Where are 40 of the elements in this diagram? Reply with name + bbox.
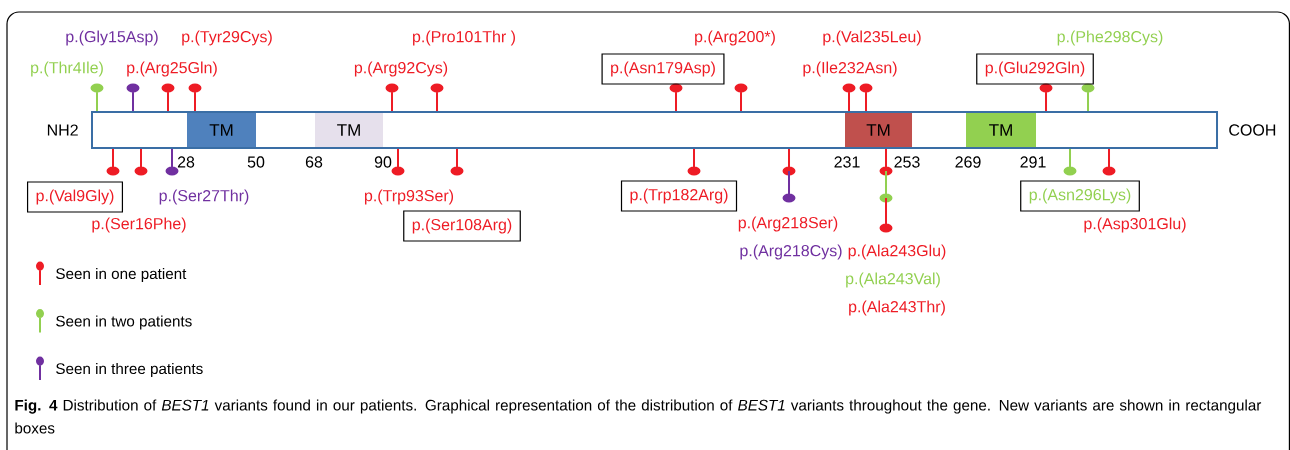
- variant-box: p.(Glu292Gln): [976, 53, 1094, 85]
- variant-label: p.(Phe298Cys): [1057, 30, 1163, 46]
- position-number: 50: [247, 156, 265, 168]
- variant-box: p.(Asn179Asp): [601, 53, 725, 85]
- legend-label: Seen in three patients: [56, 362, 203, 378]
- variant-label: p.(Val235Leu): [823, 30, 921, 46]
- variant-label: p.(Trp93Ser): [365, 189, 454, 205]
- legend-label: Seen in two patients: [56, 315, 192, 330]
- legend-label: Seen in one patient: [56, 267, 187, 283]
- domain-band: TM: [187, 113, 256, 147]
- variant-label: p.(Ser16Phe): [92, 217, 186, 233]
- position-number: 291: [1020, 156, 1046, 168]
- caption: Fig. 4 Distribution of BEST1 variants found in our patients. Graphical representation of the distribution of BEST1 variants throughout the gene. New variants are shown in rectangular boxes: [15, 399, 1262, 434]
- domain-band: TM: [315, 113, 383, 147]
- position-number: 231: [834, 156, 860, 168]
- variant-label: p.(Ala243Thr): [849, 300, 945, 316]
- variant-label: p.(Ala243Val): [846, 272, 940, 288]
- variant-box: p.(Asn296Lys): [1020, 180, 1140, 212]
- position-number: 269: [955, 156, 981, 168]
- variant-label: p.(Ser27Thr): [159, 189, 249, 205]
- position-number: 253: [894, 156, 920, 168]
- variant-label: p.(Arg218Ser): [738, 216, 838, 232]
- variant-label: p.(Asp301Glu): [1084, 217, 1186, 233]
- domain-band: TM: [845, 113, 912, 147]
- position-number: 68: [305, 156, 323, 168]
- variant-label: p.(Thr4Ile): [31, 61, 103, 77]
- variant-label: p.(Gly15Asp): [66, 30, 158, 46]
- position-number: 90: [374, 156, 392, 168]
- terminus-label: NH2: [47, 124, 78, 136]
- variant-label: p.(Tyr29Cys): [182, 30, 272, 46]
- variant-box: p.(Val9Gly): [26, 181, 123, 213]
- terminus-label: COOH: [1229, 124, 1276, 136]
- variant-label: p.(Ala243Glu): [848, 244, 946, 260]
- variant-box: p.(Ser108Arg): [403, 210, 521, 242]
- variant-label: p.(Pro101Thr ): [413, 30, 515, 46]
- variant-label: p.(Arg218Cys): [740, 244, 842, 260]
- position-number: 28: [177, 156, 195, 168]
- domain-band: TM: [966, 113, 1036, 147]
- variant-box: p.(Trp182Arg): [620, 180, 738, 212]
- variant-label: p.(Arg200*): [695, 30, 775, 46]
